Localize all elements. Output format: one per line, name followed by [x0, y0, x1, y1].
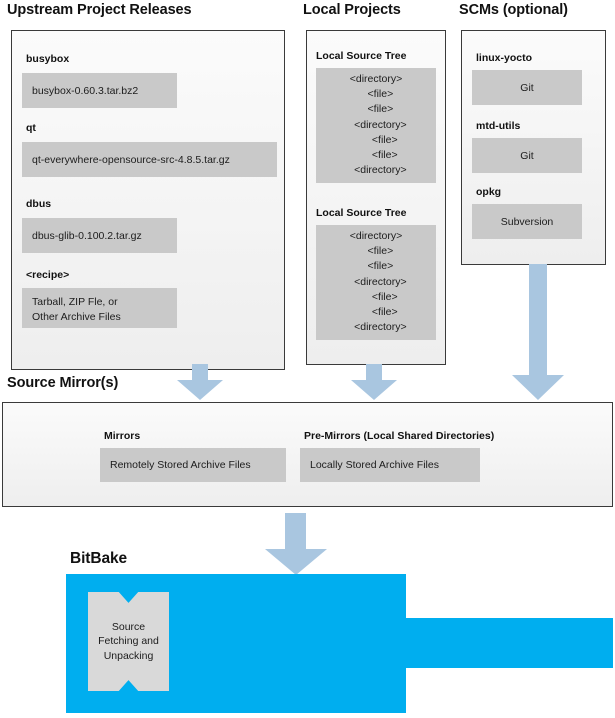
pre-mirrors-group-value: Locally Stored Archive Files — [300, 448, 480, 482]
arrow-mirrors-to-bitbake — [265, 513, 327, 575]
upstream-item-label-dbus: dbus — [26, 198, 52, 210]
bitbake-title: BitBake — [70, 550, 128, 567]
arrow-upstream-to-mirrors — [177, 364, 223, 400]
upstream-item-label-busybox: busybox — [26, 53, 70, 65]
upstream-item-value-recipe: Tarball, ZIP Fle, or Other Archive Files — [22, 288, 177, 328]
bitbake-extension-bar — [404, 618, 613, 668]
mirrors-group-value: Remotely Stored Archive Files — [100, 448, 286, 482]
local-source-tree-value-2: <directory> <file> <file> <directory> <f… — [316, 225, 436, 340]
upstream-item-value-dbus: dbus-glib-0.100.2.tar.gz — [22, 218, 177, 253]
local-projects-column-title: Local Projects — [303, 2, 401, 18]
scms-item-label-mtd-utils: mtd-utils — [476, 120, 521, 132]
scms-item-value-opkg: Subversion — [472, 204, 582, 239]
scms-item-label-linux-yocto: linux-yocto — [476, 52, 533, 64]
pre-mirrors-group-label: Pre-Mirrors (Local Shared Directories) — [304, 430, 495, 442]
local-source-tree-label-2: Local Source Tree — [316, 207, 407, 219]
upstream-item-label-recipe: <recipe> — [26, 269, 70, 281]
scms-item-label-opkg: opkg — [476, 186, 502, 198]
local-source-tree-label-1: Local Source Tree — [316, 50, 407, 62]
scms-item-value-mtd-utils: Git — [472, 138, 582, 173]
arrow-scms-to-mirrors — [512, 264, 564, 400]
source-mirrors-title: Source Mirror(s) — [7, 375, 119, 391]
arrow-local-projects-to-mirrors — [351, 364, 397, 400]
upstream-column-title: Upstream Project Releases — [7, 2, 192, 18]
mirrors-group-label: Mirrors — [104, 430, 141, 442]
scms-column-title: SCMs (optional) — [459, 2, 568, 18]
source-fetching-and-unpacking-box: Source Fetching and Unpacking — [88, 592, 169, 691]
upstream-item-label-qt: qt — [26, 122, 36, 134]
scms-item-value-linux-yocto: Git — [472, 70, 582, 105]
upstream-item-value-qt: qt-everywhere-opensource-src-4.8.5.tar.g… — [22, 142, 277, 177]
upstream-item-value-recipe-text: Tarball, ZIP Fle, or Other Archive Files — [32, 296, 121, 323]
source-fetching-and-unpacking-label: Source Fetching and Unpacking — [98, 620, 159, 662]
upstream-item-value-busybox: busybox-0.60.3.tar.bz2 — [22, 73, 177, 108]
local-source-tree-value-1: <directory> <file> <file> <directory> <f… — [316, 68, 436, 183]
